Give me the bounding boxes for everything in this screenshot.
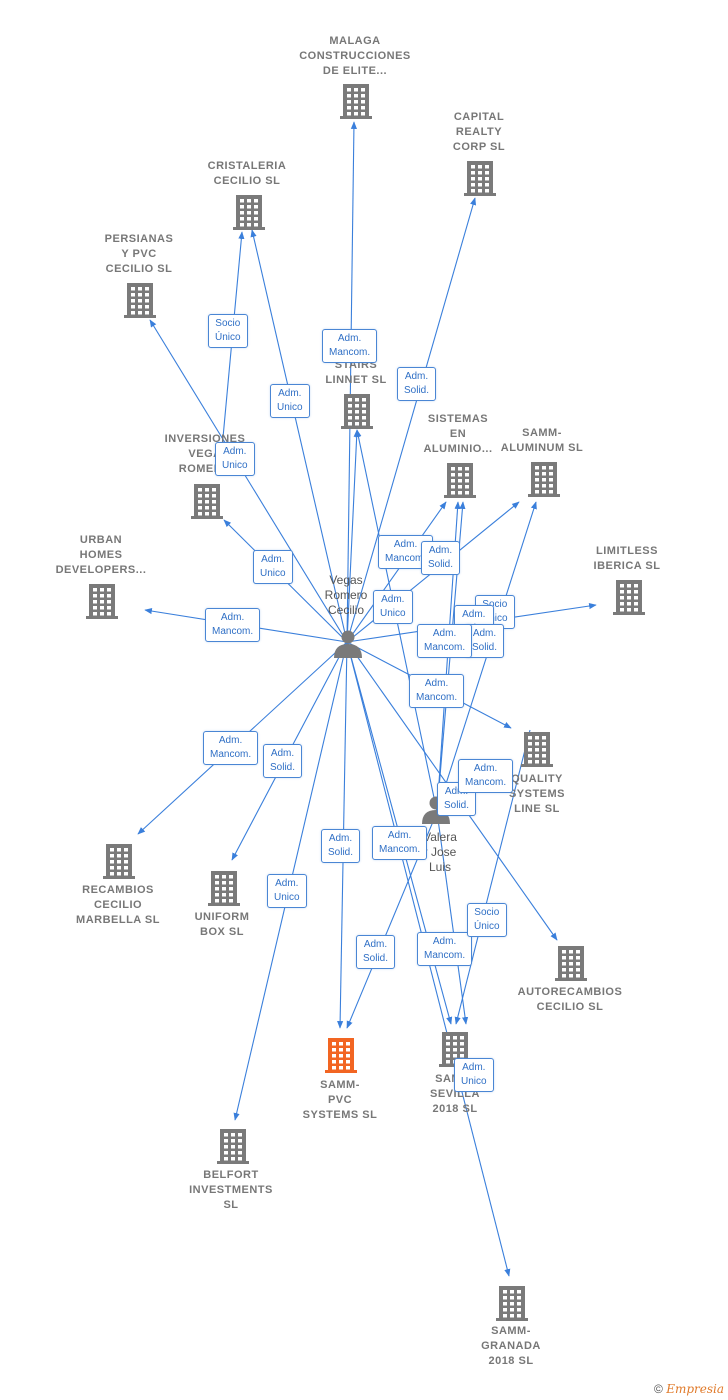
edge-tag[interactable]: Adm. Solid. <box>397 367 437 401</box>
building-icon[interactable] <box>208 871 240 906</box>
edge-tag[interactable]: Adm. Mancom. <box>322 329 378 363</box>
relationship-edge <box>346 501 447 643</box>
copyright-symbol: © <box>654 1382 663 1396</box>
building-icon[interactable] <box>341 394 373 429</box>
edge-tag[interactable]: Socio Único <box>467 903 507 937</box>
relationship-edge <box>149 319 348 643</box>
relationship-edge <box>346 429 360 643</box>
node-label-uniform[interactable]: UNIFORM BOX SL <box>194 911 250 938</box>
building-icon[interactable] <box>444 463 476 498</box>
relationship-edge <box>454 729 531 1025</box>
edge-tag[interactable]: Adm. Solid. <box>421 541 461 575</box>
relationship-edge <box>250 229 348 643</box>
edge-tag[interactable]: Adm. Solid. <box>263 744 303 778</box>
relationship-edge <box>219 231 245 471</box>
main-building-icon[interactable] <box>325 1038 357 1073</box>
person-label-vegas[interactable]: Vegas Romero Cecilio <box>324 573 368 617</box>
building-icon[interactable] <box>555 946 587 981</box>
person-label-valera[interactable]: Valera r Jose Luis <box>423 830 457 874</box>
relationship-edge <box>346 197 477 643</box>
edge-tag[interactable]: Adm. Unico <box>215 442 255 476</box>
edge-tag[interactable]: Adm. Mancom. <box>372 826 428 860</box>
building-icon[interactable] <box>528 462 560 497</box>
node-label-samm-granada[interactable]: SAMM- GRANADA 2018 SL <box>481 1325 541 1367</box>
edge-tag[interactable]: Adm. Mancom. <box>203 731 259 765</box>
node-label-samm-aluminum[interactable]: SAMM- ALUMINUM SL <box>500 427 584 454</box>
node-label-malaga[interactable]: MALAGA CONSTRUCCIONES DE ELITE... <box>299 35 411 77</box>
relationship-edge <box>346 121 357 643</box>
edge-tag[interactable]: Adm. Mancom. <box>409 674 465 708</box>
node-label-capital[interactable]: CAPITAL REALTY CORP SL <box>452 111 506 153</box>
edge-tag[interactable]: Adm. Unico <box>373 590 413 624</box>
edge-tag[interactable]: Adm. Solid. <box>321 829 361 863</box>
edge-tag[interactable]: Adm. Unico <box>454 1058 494 1092</box>
node-label-persianas[interactable]: PERSIANAS Y PVC CECILIO SL <box>104 233 174 275</box>
edge-tag[interactable]: Adm. Unico <box>267 874 307 908</box>
building-icon[interactable] <box>103 844 135 879</box>
building-icon[interactable] <box>124 283 156 318</box>
person-icon[interactable] <box>334 630 362 659</box>
node-label-recambios[interactable]: RECAMBIOS CECILIO MARBELLA SL <box>76 884 160 926</box>
node-label-quality[interactable]: QUALITY SYSTEMS LINE SL <box>508 773 566 815</box>
building-icon[interactable] <box>521 732 553 767</box>
node-label-limitless[interactable]: LIMITLESS IBERICA SL <box>593 545 661 572</box>
node-label-sistemas[interactable]: SISTEMAS EN ALUMINIO... <box>423 413 493 455</box>
node-label-samm-pvc[interactable]: SAMM- PVC SYSTEMS SL <box>302 1079 378 1121</box>
building-icon[interactable] <box>496 1286 528 1321</box>
building-icon[interactable] <box>191 484 223 519</box>
edge-tag[interactable]: Adm. Unico <box>253 550 293 584</box>
node-label-belfort[interactable]: BELFORT INVESTMENTS SL <box>189 1169 273 1211</box>
copyright: © Empresia <box>654 1382 724 1396</box>
node-label-cristaleria[interactable]: CRISTALERIA CECILIO SL <box>207 160 287 187</box>
building-icon[interactable] <box>613 580 645 615</box>
node-label-autorecambios[interactable]: AUTORECAMBIOS CECILIO SL <box>517 986 623 1013</box>
edge-tag[interactable]: Adm. Mancom. <box>458 759 514 793</box>
building-icon[interactable] <box>233 195 265 230</box>
edge-tag[interactable]: Adm. Mancom. <box>417 932 473 966</box>
building-icon[interactable] <box>464 161 496 196</box>
building-icon[interactable] <box>340 84 372 119</box>
brand-logo-text[interactable]: Empresia <box>666 1382 724 1396</box>
node-label-urban[interactable]: URBAN HOMES DEVELOPERS... <box>55 534 147 576</box>
edge-tag[interactable]: Socio Único <box>208 314 248 348</box>
edge-tag[interactable]: Adm. Unico <box>270 384 310 418</box>
building-icon[interactable] <box>86 584 118 619</box>
relationship-edge <box>436 811 469 1025</box>
edge-tag[interactable]: Adm. Mancom. <box>205 608 261 642</box>
edge-tag[interactable]: Adm. Mancom. <box>417 624 473 658</box>
edge-tag[interactable]: Adm. Solid. <box>356 935 396 969</box>
building-icon[interactable] <box>217 1129 249 1164</box>
